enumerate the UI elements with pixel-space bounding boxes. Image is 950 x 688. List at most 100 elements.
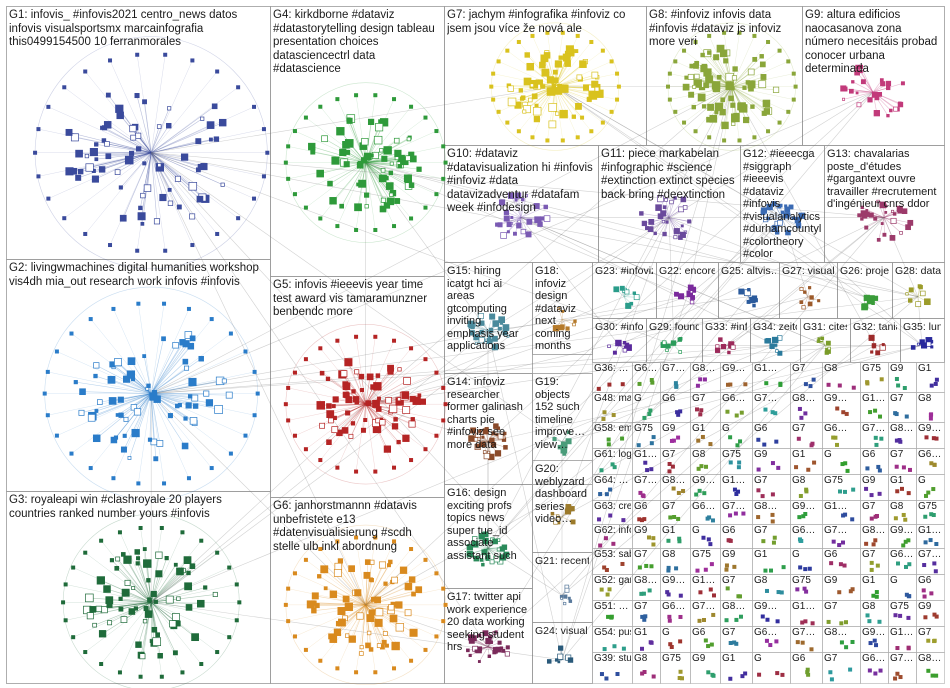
group-label-g25: G25: altvis… sara_pico… khourycol… — [721, 265, 776, 277]
edge — [651, 217, 670, 223]
node — [252, 196, 257, 201]
small-group-label: G — [890, 575, 898, 586]
node — [915, 301, 922, 308]
node — [140, 192, 146, 199]
edge — [365, 336, 376, 405]
node — [874, 442, 879, 447]
node — [706, 644, 711, 649]
edge — [151, 358, 202, 394]
edge — [365, 162, 401, 166]
small-group-label: G9 — [662, 423, 676, 434]
node — [481, 435, 485, 439]
node — [380, 167, 386, 173]
node — [803, 411, 808, 416]
node — [180, 670, 185, 675]
node — [784, 206, 791, 213]
edge — [731, 86, 789, 113]
node — [640, 671, 645, 676]
node — [575, 103, 582, 110]
node — [803, 511, 808, 516]
node — [303, 647, 308, 652]
small-group-label: G — [754, 653, 762, 664]
node — [87, 414, 96, 422]
node — [702, 491, 707, 496]
node — [343, 161, 350, 168]
small-group-label: G6… — [890, 549, 914, 560]
inter-group-edge — [487, 296, 749, 332]
edge — [150, 602, 155, 630]
node — [772, 225, 778, 231]
edge — [150, 125, 170, 153]
node — [354, 469, 359, 474]
edge — [150, 338, 164, 394]
node — [788, 204, 794, 210]
node — [197, 163, 204, 170]
small-group-label: G7… — [634, 475, 658, 486]
edge — [47, 371, 152, 394]
group-label-g32: G32: tania_ri… daniela… — [853, 321, 897, 333]
node — [167, 200, 174, 206]
node — [368, 647, 374, 652]
edge — [510, 195, 522, 218]
node — [135, 561, 140, 566]
node — [354, 670, 359, 675]
edge — [90, 393, 152, 469]
small-group-label: G — [918, 475, 926, 486]
node — [625, 302, 632, 309]
node — [548, 120, 557, 129]
edge — [365, 162, 392, 164]
edge — [365, 562, 373, 605]
node — [332, 396, 339, 403]
group-label-g13: G13: chavalarias poste_d'études #gargant… — [827, 148, 937, 210]
node — [808, 286, 812, 290]
edge — [365, 604, 383, 648]
node — [320, 565, 329, 574]
node — [191, 394, 199, 402]
node — [688, 91, 695, 98]
node — [873, 110, 880, 117]
node — [867, 97, 873, 103]
edge — [99, 393, 152, 403]
node — [728, 460, 733, 465]
node — [78, 409, 85, 416]
node — [791, 97, 796, 102]
node — [706, 670, 711, 675]
node — [562, 53, 571, 62]
node — [345, 410, 351, 416]
node — [701, 104, 707, 109]
small-group-label: G7 — [792, 363, 806, 374]
edge — [91, 393, 152, 419]
node — [916, 342, 920, 346]
node — [516, 223, 522, 229]
group-label-g10: G10: #dataviz #datavisualization hi #inf… — [447, 148, 593, 214]
edge — [878, 217, 885, 240]
node — [71, 565, 76, 570]
node — [546, 76, 555, 84]
node — [532, 107, 542, 116]
small-group-label: G7 — [662, 449, 676, 460]
node — [693, 129, 698, 134]
node — [409, 104, 414, 109]
node — [910, 345, 916, 350]
inter-group-edge — [151, 345, 776, 603]
node — [36, 174, 41, 179]
edge — [341, 162, 366, 207]
inter-group-edge — [725, 217, 885, 346]
node — [466, 544, 474, 551]
edge — [109, 60, 152, 153]
edge — [151, 118, 203, 153]
node — [703, 638, 708, 643]
inter-group-edge — [365, 344, 776, 405]
edge — [324, 569, 366, 606]
small-group-label: G7 — [862, 501, 876, 512]
node — [611, 413, 616, 418]
node — [798, 493, 803, 498]
node — [669, 645, 674, 650]
node — [499, 554, 507, 561]
edge — [668, 197, 676, 218]
node — [93, 373, 98, 379]
node — [558, 55, 563, 60]
edge — [774, 204, 783, 218]
node — [860, 205, 864, 210]
node — [591, 71, 599, 79]
